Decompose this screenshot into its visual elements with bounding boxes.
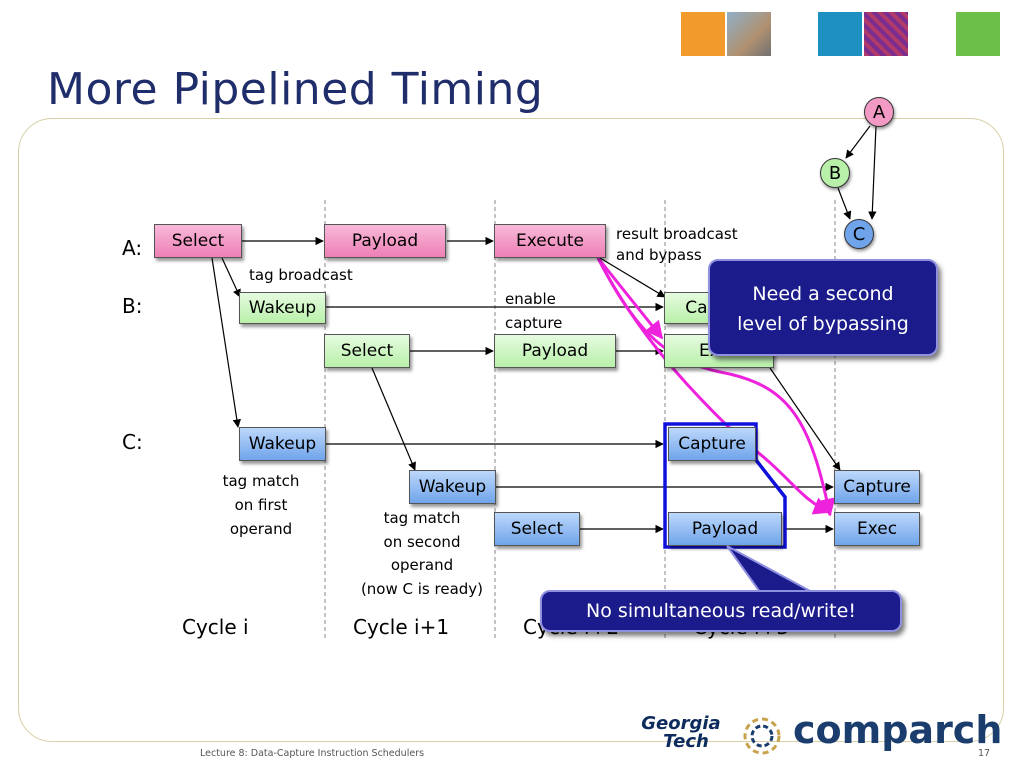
result-broadcast-label: result broadcast and bypass [616, 225, 738, 264]
georgia-tech-logo: Georgia Tech [636, 715, 726, 751]
tag-match-second-label: tag match on second operand (now C is re… [360, 509, 484, 598]
dep-node-a: A [864, 97, 894, 127]
header-photo-building [727, 12, 771, 56]
tag-broadcast-label: tag broadcast [249, 266, 353, 284]
stage-c-capture-first: Capture [668, 427, 756, 461]
dep-node-c: C [844, 219, 874, 249]
page-number: 17 [978, 748, 991, 759]
row-label-c: C: [122, 430, 143, 454]
header-square-green [956, 12, 1000, 56]
tag-match-first-label: tag match on first operand [222, 472, 300, 538]
footer-text: Lecture 8: Data-Capture Instruction Sche… [200, 748, 425, 759]
content-frame [18, 118, 1004, 742]
stage-c-wakeup-first: Wakeup [239, 427, 326, 461]
stage-b-payload: Payload [494, 334, 616, 368]
row-label-a: A: [122, 236, 143, 260]
cycle-label-i: Cycle i [182, 615, 249, 639]
stage-a-select: Select [154, 224, 242, 258]
comparch-logo-text: comparch [793, 708, 1003, 752]
stage-b-select: Select [324, 334, 410, 368]
pipeline-arrows [211, 125, 877, 534]
header-square-orange [681, 12, 725, 56]
georgia-tech-logo-line2: Tech [663, 731, 709, 752]
cycle-separators [324, 200, 836, 640]
georgia-tech-logo-line1: Georgia [641, 713, 721, 734]
stage-c-select: Select [494, 512, 580, 546]
conflict-callout: No simultaneous read/write! [540, 590, 902, 632]
slide-title: More Pipelined Timing [47, 64, 544, 115]
stage-a-payload: Payload [324, 224, 446, 258]
header-square-blue [818, 12, 862, 56]
enable-capture-label: enable capture [505, 290, 563, 332]
header-photo-chip [864, 12, 908, 56]
cycle-label-i-plus-1: Cycle i+1 [353, 615, 450, 639]
bypass-callout: Need a second level of bypassing [708, 259, 938, 356]
stage-c-exec: Exec [834, 512, 920, 546]
stage-c-capture-second: Capture [834, 470, 920, 504]
dep-node-b: B [820, 158, 850, 188]
stage-b-wakeup: Wakeup [239, 292, 326, 324]
stage-c-payload: Payload [668, 512, 782, 546]
stage-a-execute: Execute [494, 224, 606, 258]
conflict-highlight [663, 422, 787, 549]
stage-c-wakeup-second: Wakeup [409, 470, 496, 504]
row-label-b: B: [122, 294, 143, 318]
